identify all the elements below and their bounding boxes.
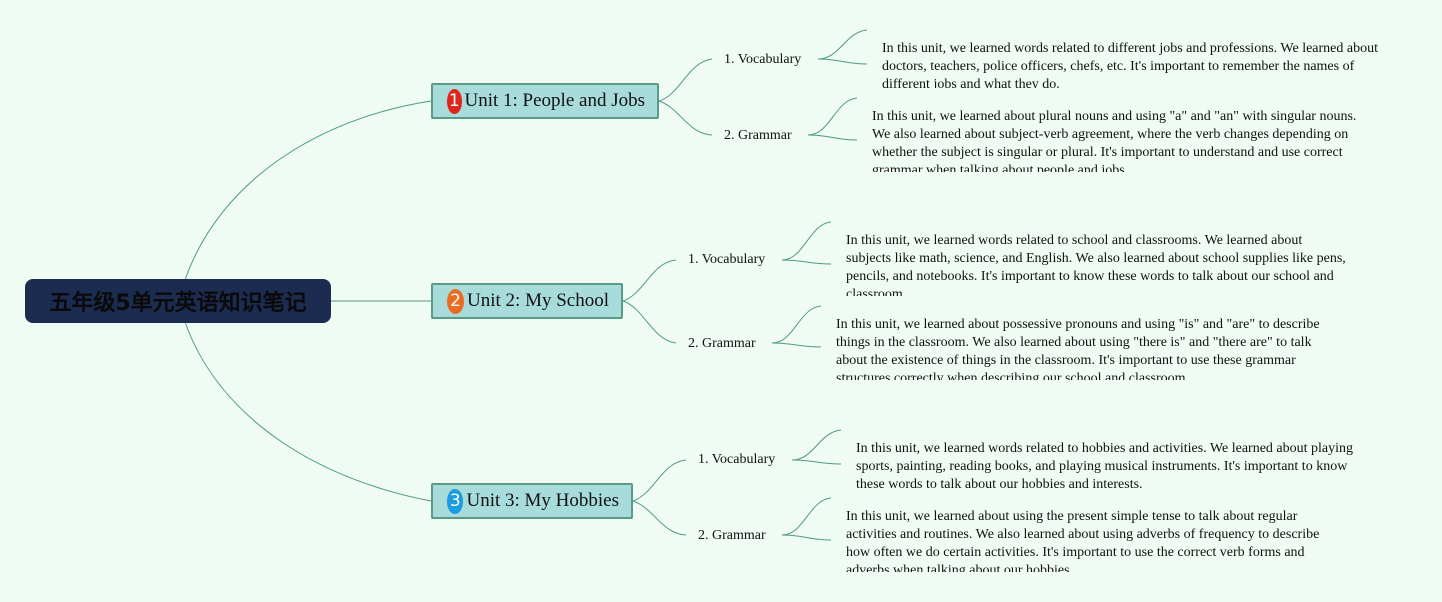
unit-3-grammar-node[interactable]: 2. Grammar (698, 528, 766, 543)
root-connector-unit3 (184, 321, 432, 502)
number-3-badge-icon: 3 (447, 488, 464, 514)
unit1-connector-grammar (658, 100, 713, 136)
root-connector-unit1 (184, 100, 432, 281)
unit2-connector-grammar (622, 300, 677, 344)
unit-2-title: Unit 2: My School (467, 290, 609, 311)
unit-1-vocabulary-note[interactable]: In this unit, we learned words related t… (882, 41, 1378, 88)
unit-3-title: Unit 3: My Hobbies (466, 490, 619, 511)
unit1-connector-vocab (658, 58, 713, 102)
unit-2-node[interactable]: 2 Unit 2: My School (431, 283, 623, 319)
number-1-badge-icon: 1 (447, 88, 462, 114)
unit3-connector-grammar (632, 500, 687, 536)
unit-3-grammar-note[interactable]: In this unit, we learned about using the… (846, 509, 1320, 572)
unit-1-vocabulary-node[interactable]: 1. Vocabulary (724, 52, 802, 67)
unit-2-vocabulary-node[interactable]: 1. Vocabulary (688, 252, 766, 267)
unit-2-grammar-node[interactable]: 2. Grammar (688, 336, 756, 351)
number-2-badge-icon: 2 (447, 288, 465, 314)
root-title: 五年级5单元英语知识笔记 (49, 291, 307, 316)
unit2-connector-vocab (622, 259, 677, 302)
unit-2-vocabulary-note[interactable]: In this unit, we learned words related t… (846, 233, 1346, 296)
root-topic[interactable]: 五年级5单元英语知识笔记 (25, 279, 331, 323)
unit2-vocab-brace (781, 221, 832, 265)
unit3-connector-vocab (632, 459, 687, 502)
unit3-grammar-brace (781, 497, 832, 541)
unit-1-node[interactable]: 1 Unit 1: People and Jobs (431, 83, 659, 119)
unit3-vocab-brace (791, 429, 842, 465)
unit1-vocab-brace (817, 29, 868, 65)
unit-3-vocabulary-note[interactable]: In this unit, we learned words related t… (856, 441, 1354, 488)
unit-3-vocabulary-node[interactable]: 1. Vocabulary (698, 452, 776, 467)
unit-1-grammar-note[interactable]: In this unit, we learned about plural no… (872, 109, 1357, 172)
unit-1-title: Unit 1: People and Jobs (464, 90, 646, 111)
unit-2-grammar-note[interactable]: In this unit, we learned about possessiv… (836, 317, 1320, 380)
unit-1-grammar-node[interactable]: 2. Grammar (724, 128, 792, 143)
unit-3-node[interactable]: 3 Unit 3: My Hobbies (431, 483, 633, 519)
unit1-grammar-brace (807, 97, 858, 141)
unit2-grammar-brace (771, 305, 822, 348)
